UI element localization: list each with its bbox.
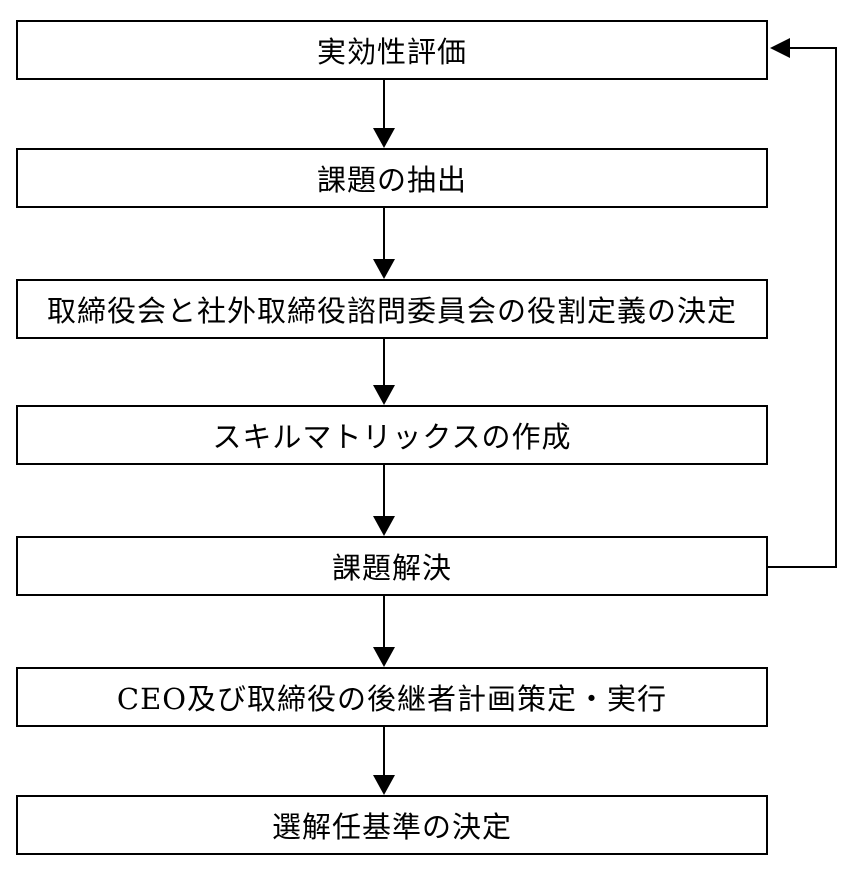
flow-box-issue-resolution: 課題解決 xyxy=(16,536,768,596)
connector-arrow-2 xyxy=(373,208,395,279)
connector-arrow-6 xyxy=(373,727,395,795)
arrow-stem xyxy=(383,208,385,260)
connector-arrow-3 xyxy=(373,339,395,405)
connector-arrow-1 xyxy=(373,80,395,148)
flow-box-label: 取締役会と社外取締役諮問委員会の役割定義の決定 xyxy=(46,294,737,328)
flow-box-effectiveness-evaluation: 実効性評価 xyxy=(16,20,768,80)
arrow-stem xyxy=(383,727,385,776)
flow-box-succession-plan: CEO及び取締役の後継者計画策定・実行 xyxy=(16,667,768,727)
arrowhead-left-icon xyxy=(770,38,790,58)
flow-box-role-definition: 取締役会と社外取締役諮問委員会の役割定義の決定 xyxy=(16,279,768,339)
arrowhead-down-icon xyxy=(373,775,395,795)
feedback-line-vertical xyxy=(835,47,837,568)
flow-box-label: 選解任基準の決定 xyxy=(271,810,512,844)
flow-box-label: スキルマトリックスの作成 xyxy=(212,420,572,454)
feedback-line-top xyxy=(790,47,837,49)
connector-arrow-5 xyxy=(373,596,395,667)
flow-box-issue-extraction: 課題の抽出 xyxy=(16,148,768,208)
flow-box-label: 実効性評価 xyxy=(316,35,467,69)
flow-box-label: 課題解決 xyxy=(331,551,452,585)
flow-box-label: 課題の抽出 xyxy=(316,163,467,197)
arrowhead-down-icon xyxy=(373,516,395,536)
arrowhead-down-icon xyxy=(373,647,395,667)
connector-arrow-4 xyxy=(373,465,395,536)
arrow-stem xyxy=(383,465,385,517)
arrow-stem xyxy=(383,339,385,386)
flow-box-skill-matrix: スキルマトリックスの作成 xyxy=(16,405,768,465)
arrowhead-down-icon xyxy=(373,128,395,148)
arrow-stem xyxy=(383,80,385,129)
arrow-stem xyxy=(383,596,385,648)
flow-box-label: CEO及び取締役の後継者計画策定・実行 xyxy=(116,682,668,716)
flow-box-appointment-criteria: 選解任基準の決定 xyxy=(16,795,768,855)
feedback-line-bottom xyxy=(768,566,837,568)
arrowhead-down-icon xyxy=(373,385,395,405)
arrowhead-down-icon xyxy=(373,259,395,279)
